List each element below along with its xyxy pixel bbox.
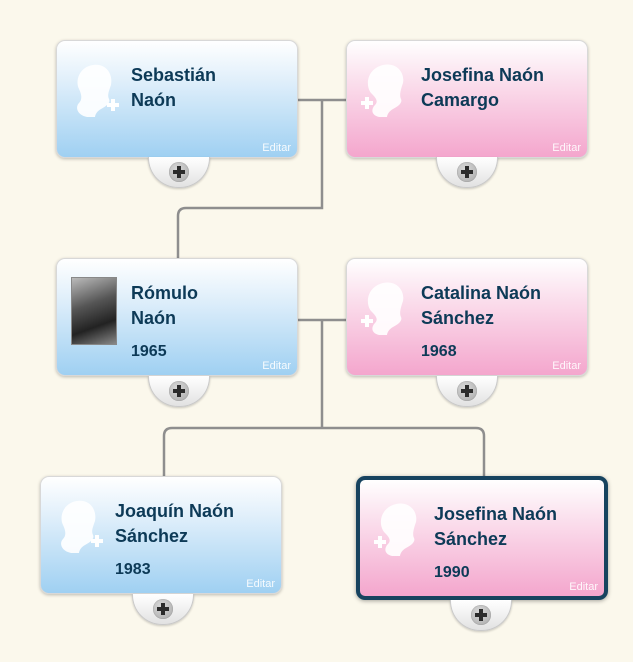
person-name: Catalina Naón Sánchez	[421, 283, 542, 328]
edit-link[interactable]: Editar	[262, 142, 291, 154]
person-name: Joaquín Naón Sánchez	[115, 501, 235, 546]
portrait-photo	[71, 277, 117, 345]
plus-icon	[169, 381, 189, 401]
plus-icon	[153, 599, 173, 619]
person-card-sebastian[interactable]: Sebastián Naón Editar	[56, 40, 298, 158]
person-birth-year: 1968	[421, 343, 457, 360]
plus-icon	[457, 162, 477, 182]
edit-link[interactable]: Editar	[569, 581, 598, 593]
person-name: Josefina Naón Camargo	[421, 65, 545, 110]
person-card-joaquin[interactable]: Joaquín Naón Sánchez 1983 Editar	[40, 476, 282, 594]
person-card-josefina-camargo[interactable]: Josefina Naón Camargo Editar	[346, 40, 588, 158]
person-card-catalina[interactable]: Catalina Naón Sánchez 1968 Editar	[346, 258, 588, 376]
edit-link[interactable]: Editar	[552, 142, 581, 154]
edit-link[interactable]: Editar	[552, 360, 581, 372]
connector-grandparents-to-father	[176, 100, 324, 258]
person-birth-year: 1983	[115, 561, 151, 578]
person-name: Sebastián Naón	[131, 65, 217, 110]
edit-link[interactable]: Editar	[246, 578, 275, 590]
person-card-romulo[interactable]: Rómulo Naón 1965 Editar	[56, 258, 298, 376]
plus-icon	[471, 605, 491, 625]
plus-icon	[457, 381, 477, 401]
female-silhouette-icon	[361, 64, 404, 117]
male-silhouette-icon	[61, 500, 103, 553]
female-silhouette-icon	[374, 503, 417, 556]
edit-link[interactable]: Editar	[262, 360, 291, 372]
person-card-josefina-sanchez[interactable]: Josefina Naón Sánchez 1990 Editar	[356, 476, 608, 600]
person-birth-year: 1965	[131, 343, 167, 360]
female-silhouette-icon	[361, 282, 404, 335]
person-birth-year: 1990	[434, 564, 470, 581]
plus-icon	[169, 162, 189, 182]
person-name: Rómulo Naón	[131, 283, 198, 328]
male-silhouette-icon	[77, 64, 119, 117]
person-name: Josefina Naón Sánchez	[434, 504, 558, 549]
connector-parents-to-children	[162, 320, 486, 476]
